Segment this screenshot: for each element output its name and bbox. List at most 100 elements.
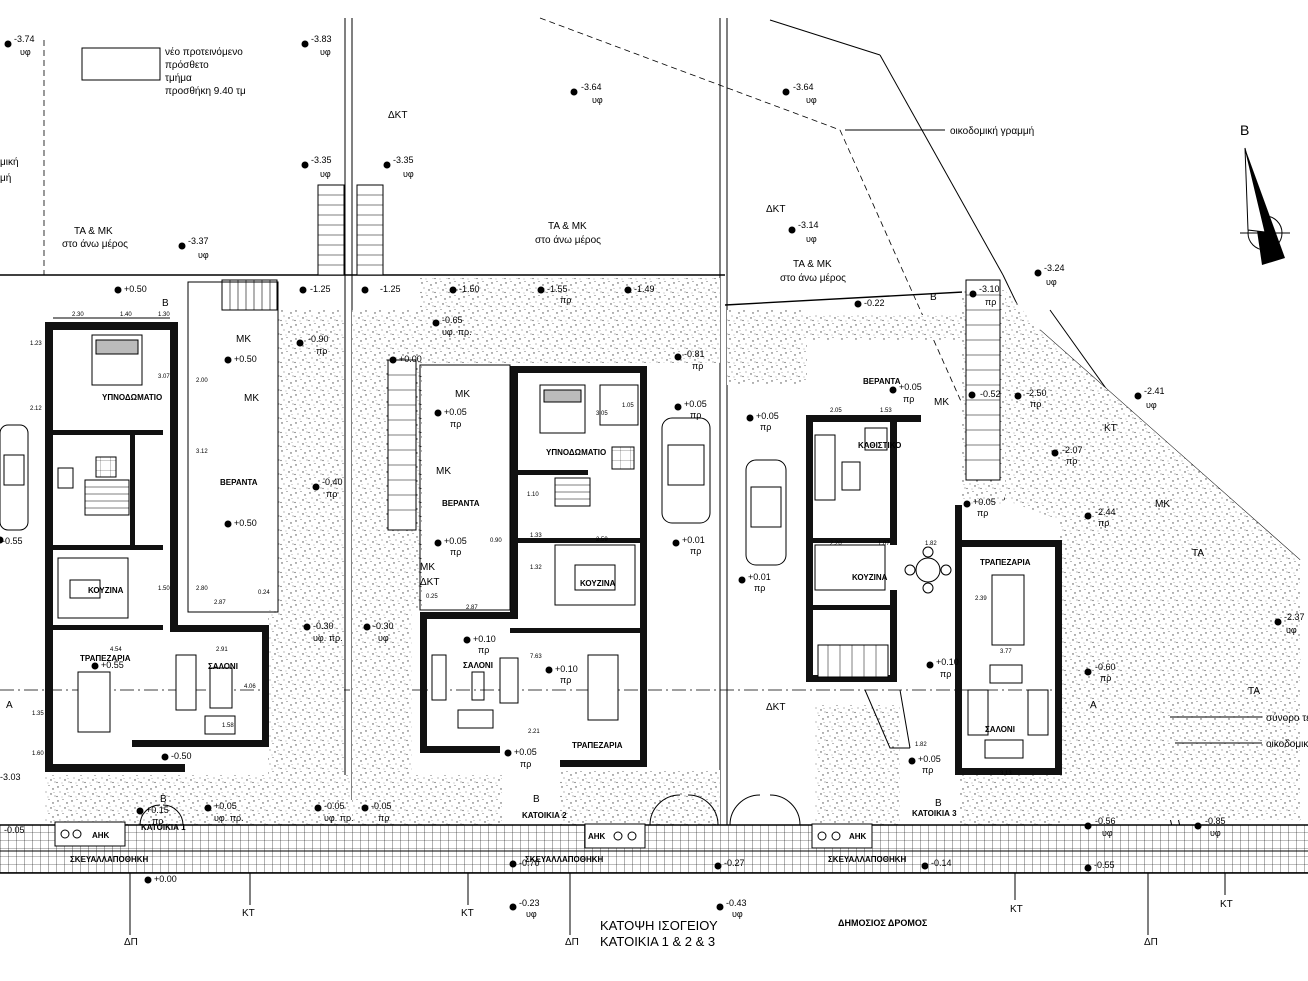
house-label-1: ΚΑΤΟΙΚΙΑ 1 [141, 823, 186, 832]
tag-mk: ΜΚ [934, 397, 949, 408]
svg-text:πρ: πρ [316, 346, 327, 356]
svg-text:υφ: υφ [1046, 277, 1057, 287]
svg-text:πρ: πρ [1066, 456, 1077, 466]
svg-text:υφ. πρ.: υφ. πρ. [313, 633, 343, 643]
room-dining-1: ΤΡΑΠΕΖΑΡΙΑ [80, 654, 131, 663]
svg-text:υφ: υφ [526, 909, 537, 919]
room-kitchen-2: ΚΟΥΖΙΝΑ [580, 579, 616, 588]
level-marker: +0.55 [101, 660, 124, 670]
tag-mk: ΜΚ [236, 334, 251, 345]
svg-text:πρ: πρ [560, 295, 571, 305]
dimension: 1.82 [915, 742, 927, 748]
dimension: 1.32 [530, 565, 542, 571]
dimension: 0.25 [426, 594, 438, 600]
title-line-1: ΚΑΤΟΨΗ ΙΣΟΓΕΙΟΥ [600, 918, 718, 933]
level-marker: -0.70 [519, 858, 540, 868]
section-mark-a: Α [1090, 700, 1097, 711]
level-marker: -1.25 [310, 284, 331, 294]
road-strip [0, 824, 1308, 874]
svg-text:πρ: πρ [690, 546, 701, 556]
svg-text:υφ: υφ [592, 95, 603, 105]
tag-mk: ΜΚ [455, 389, 470, 400]
annotations: οικοδομική γραμμή οικοδομική σύνορο τεμ … [0, 110, 1308, 948]
room-living-1: ΣΑΛΟΝΙ [208, 662, 238, 671]
svg-text:πρ: πρ [977, 508, 988, 518]
dimension: 2.00 [196, 378, 208, 384]
svg-text:υφ: υφ [1146, 400, 1157, 410]
room-veranda-1: ΒΕΡΑΝΤΑ [220, 478, 258, 487]
tag-kt: ΚΤ [242, 908, 255, 919]
tag-dp: ΔΠ [1144, 937, 1158, 948]
dimension: 1.50 [158, 586, 170, 592]
dimension: 4.54 [110, 647, 122, 653]
level-marker: +0.50 [234, 354, 257, 364]
legend-line-4: προσθήκη 9.40 τμ [165, 85, 246, 97]
level-marker: -3.03 [0, 772, 21, 782]
room-dining-2: ΤΡΑΠΕΖΑΡΙΑ [572, 741, 623, 750]
room-labels: ΥΠΝΟΔΩΜΑΤΙΟ ΒΕΡΑΝΤΑ ΚΟΥΖΙΝΑ ΤΡΑΠΕΖΑΡΙΑ Σ… [70, 377, 1031, 864]
drawing-title: ΚΑΤΟΨΗ ΙΣΟΓΕΙΟΥ ΚΑΤΟΙΚΙΑ 1 & 2 & 3 ΔΗΜΟΣ… [600, 918, 928, 949]
legend: νέο προτεινόμενο πρόσθετο τμήμα προσθήκη… [81, 46, 246, 97]
legend-line-2: πρόσθετο [165, 59, 209, 71]
svg-text:πρ: πρ [754, 583, 765, 593]
room-bedroom-2: ΥΠΝΟΔΩΜΑΤΙΟ [546, 448, 606, 457]
dimension: 2.59 [596, 537, 608, 543]
dimension: 3.77 [1000, 649, 1012, 655]
annotation-ta-mk-1: ΤΑ & ΜΚ [74, 226, 113, 237]
svg-text:υφ: υφ [806, 234, 817, 244]
dimension: 1.35 [32, 711, 44, 717]
dimension: 2.20 [830, 541, 842, 547]
section-mark-b: Β [930, 292, 937, 303]
svg-text:υφ: υφ [403, 169, 414, 179]
dimension: 0.90 [490, 538, 502, 544]
level-marker: -3.83 [311, 34, 332, 44]
level-marker: -0.55 [2, 536, 23, 546]
annotation-oikodomiki-right: οικοδομική [1266, 738, 1308, 750]
stairs [221, 184, 1001, 531]
dimension: 3.07 [158, 374, 170, 380]
annotation-left-1: μική [0, 156, 19, 168]
level-marker: +0.50 [124, 284, 147, 294]
storage-label-3: ΣΚΕΥΑΛΛΑΠΟΘΗΚΗ [828, 855, 907, 864]
level-marker: -2.44 [1095, 507, 1116, 517]
tag-kt: ΚΤ [1104, 423, 1117, 434]
svg-text:πρ: πρ [450, 547, 461, 557]
level-marker: +0.01 [748, 572, 771, 582]
room-sitting-3: ΚΑΘΙΣΤΙΚΟ [858, 441, 901, 450]
level-marker: -2.37 [1284, 612, 1305, 622]
svg-text:πρ: πρ [1098, 518, 1109, 528]
level-marker: -2.50 [1026, 388, 1047, 398]
dimension: 2.87 [214, 600, 226, 606]
annotation-ta-mk-3: ΤΑ & ΜΚ [793, 259, 832, 270]
svg-text:πρ: πρ [940, 669, 951, 679]
level-marker: -1.49 [634, 284, 655, 294]
annotation-synoro: σύνορο τεμ [1266, 712, 1308, 724]
storage-label-1: ΣΚΕΥΑΛΛΑΠΟΘΗΚΗ [70, 855, 149, 864]
tag-dkt: ΔΚΤ [388, 110, 407, 121]
dimension: 2.91 [216, 647, 228, 653]
level-marker: +0.05 [214, 801, 237, 811]
room-dining-3: ΤΡΑΠΕΖΑΡΙΑ [980, 558, 1031, 567]
level-marker: +0.10 [473, 634, 496, 644]
tag-dkt: ΔΚΤ [420, 577, 439, 588]
level-marker: +0.15 [146, 805, 169, 815]
level-marker: -0.50 [171, 751, 192, 761]
house-3 [745, 415, 1062, 849]
level-marker: -3.37 [188, 236, 209, 246]
level-marker: +0.05 [918, 754, 941, 764]
level-marker: -0.81 [684, 349, 705, 359]
level-marker: +0.05 [514, 747, 537, 757]
level-marker: +0.05 [444, 536, 467, 546]
title-line-2: ΚΑΤΟΙΚΙΑ 1 & 2 & 3 [600, 934, 715, 949]
annotation-ta-mk-2: ΤΑ & ΜΚ [548, 221, 587, 232]
ahk-label-3: ΑΗΚ [849, 832, 867, 841]
dimension: 1.33 [530, 533, 542, 539]
level-marker: -0.14 [931, 858, 952, 868]
svg-text:υφ: υφ [806, 95, 817, 105]
dimension: 1.82 [925, 541, 937, 547]
level-marker: -0.05 [324, 801, 345, 811]
svg-text:πρ: πρ [520, 759, 531, 769]
section-mark-b: Β [162, 298, 169, 309]
svg-text:υφ. πρ.: υφ. πρ. [442, 327, 472, 337]
annotation-upper-part-1: στο άνω μέρος [62, 238, 128, 250]
